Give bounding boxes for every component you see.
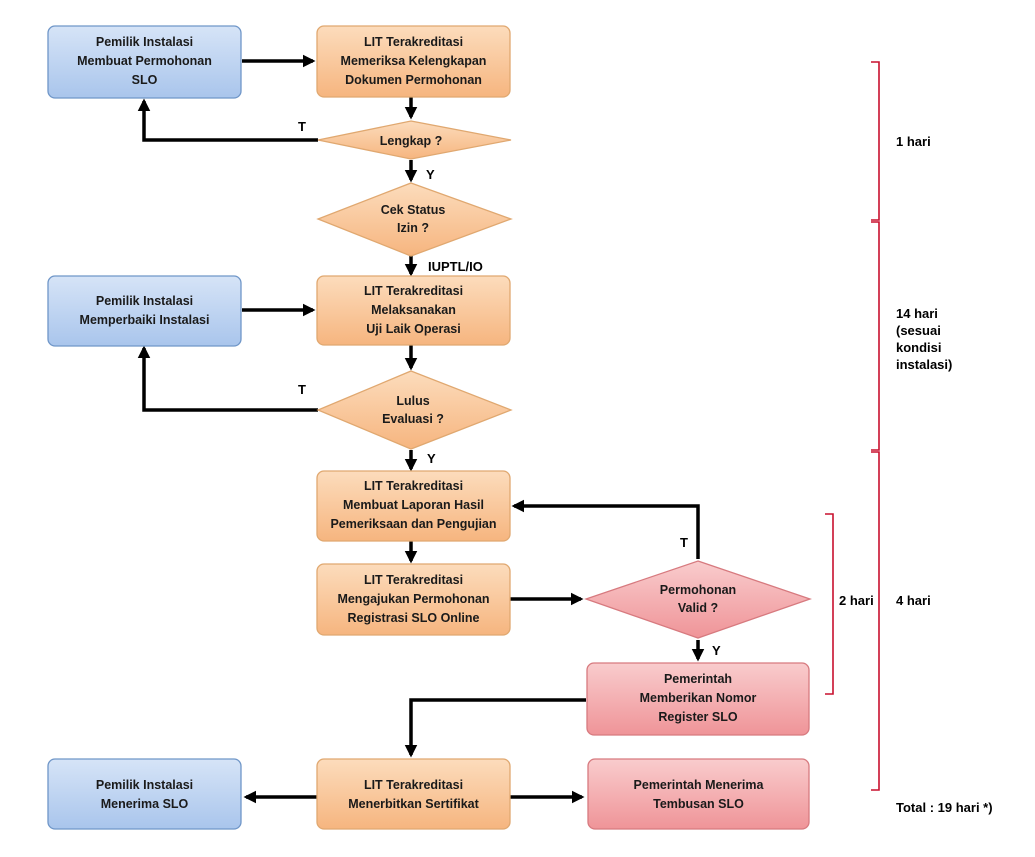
edge-label-t-lengkap: T bbox=[298, 119, 306, 134]
line: Izin ? bbox=[397, 221, 429, 235]
line: Memeriksa Kelengkapan bbox=[341, 54, 487, 68]
line: Pemilik Instalasi bbox=[96, 294, 193, 308]
duration-14-hari: 14 hari (sesuai kondisi instalasi) bbox=[896, 306, 952, 372]
line: LIT Terakreditasi bbox=[364, 479, 463, 493]
duration-4-hari: 4 hari bbox=[896, 593, 931, 608]
edge-label-y-valid: Y bbox=[712, 643, 721, 658]
line: Tembusan SLO bbox=[653, 797, 744, 811]
line: LIT Terakreditasi bbox=[364, 284, 463, 298]
line: Pemilik Instalasi bbox=[96, 778, 193, 792]
bracket-1-hari bbox=[871, 61, 880, 221]
line: Pemilik Instalasi bbox=[96, 35, 193, 49]
line: 2 hari bbox=[839, 593, 874, 608]
duration-2-hari: 2 hari bbox=[839, 593, 874, 608]
line: LIT Terakreditasi bbox=[364, 35, 463, 49]
bracket-14-hari bbox=[871, 221, 880, 451]
line: Total : 19 hari *) bbox=[896, 800, 993, 815]
line: Uji Laik Operasi bbox=[366, 322, 460, 336]
line: kondisi bbox=[896, 340, 942, 355]
line: Valid ? bbox=[678, 601, 718, 615]
edges bbox=[137, 54, 705, 804]
edge-n7-n9 bbox=[404, 698, 586, 758]
line: Pemerintah Menerima bbox=[634, 778, 765, 792]
duration-1-hari: 1 hari bbox=[896, 134, 931, 149]
line: Memberikan Nomor bbox=[640, 691, 757, 705]
line: Register SLO bbox=[658, 710, 737, 724]
line: Membuat Permohonan bbox=[77, 54, 212, 68]
line: (sesuai bbox=[896, 323, 941, 338]
line: Evaluasi ? bbox=[382, 412, 444, 426]
line: Lulus bbox=[396, 394, 429, 408]
line: Cek Status bbox=[381, 203, 446, 217]
edge-d4-n5 bbox=[511, 499, 700, 559]
edge-d1-n1 bbox=[137, 98, 318, 142]
line: Memperbaiki Instalasi bbox=[80, 313, 210, 327]
edge-label-t-lulus: T bbox=[298, 382, 306, 397]
line: instalasi) bbox=[896, 357, 952, 372]
line: Permohonan bbox=[660, 583, 736, 597]
line: 4 hari bbox=[896, 593, 931, 608]
line: Menerima SLO bbox=[101, 797, 189, 811]
duration-brackets bbox=[825, 61, 880, 791]
line: Lengkap ? bbox=[380, 134, 443, 148]
edge-d3-n3 bbox=[137, 345, 318, 412]
bracket-2-hari bbox=[825, 513, 834, 695]
line: 1 hari bbox=[896, 134, 931, 149]
line: SLO bbox=[132, 73, 158, 87]
line: LIT Terakreditasi bbox=[364, 778, 463, 792]
line: Membuat Laporan Hasil bbox=[343, 498, 484, 512]
line: Pemerintah bbox=[664, 672, 732, 686]
edge-label-y-lengkap: Y bbox=[426, 167, 435, 182]
line: Registrasi SLO Online bbox=[348, 611, 480, 625]
edge-labels: T Y IUPTL/IO T Y T Y bbox=[298, 119, 721, 658]
duration-labels: 1 hari 14 hari (sesuai kondisi instalasi… bbox=[839, 134, 993, 815]
line: LIT Terakreditasi bbox=[364, 573, 463, 587]
duration-total: Total : 19 hari *) bbox=[896, 800, 993, 815]
line: Mengajukan Permohonan bbox=[337, 592, 489, 606]
line: Pemeriksaan dan Pengujian bbox=[330, 517, 496, 531]
edge-label-y-lulus: Y bbox=[427, 451, 436, 466]
bracket-4-hari bbox=[871, 451, 880, 791]
edge-label-iuptl-io: IUPTL/IO bbox=[428, 259, 483, 274]
edge-label-t-valid: T bbox=[680, 535, 688, 550]
decision-lengkap: Lengkap ? bbox=[317, 120, 512, 160]
line: Menerbitkan Sertifikat bbox=[348, 797, 479, 811]
line: Dokumen Permohonan bbox=[345, 73, 482, 87]
line: Melaksanakan bbox=[371, 303, 456, 317]
line: 14 hari bbox=[896, 306, 938, 321]
node-text: Lengkap ? bbox=[380, 134, 443, 148]
